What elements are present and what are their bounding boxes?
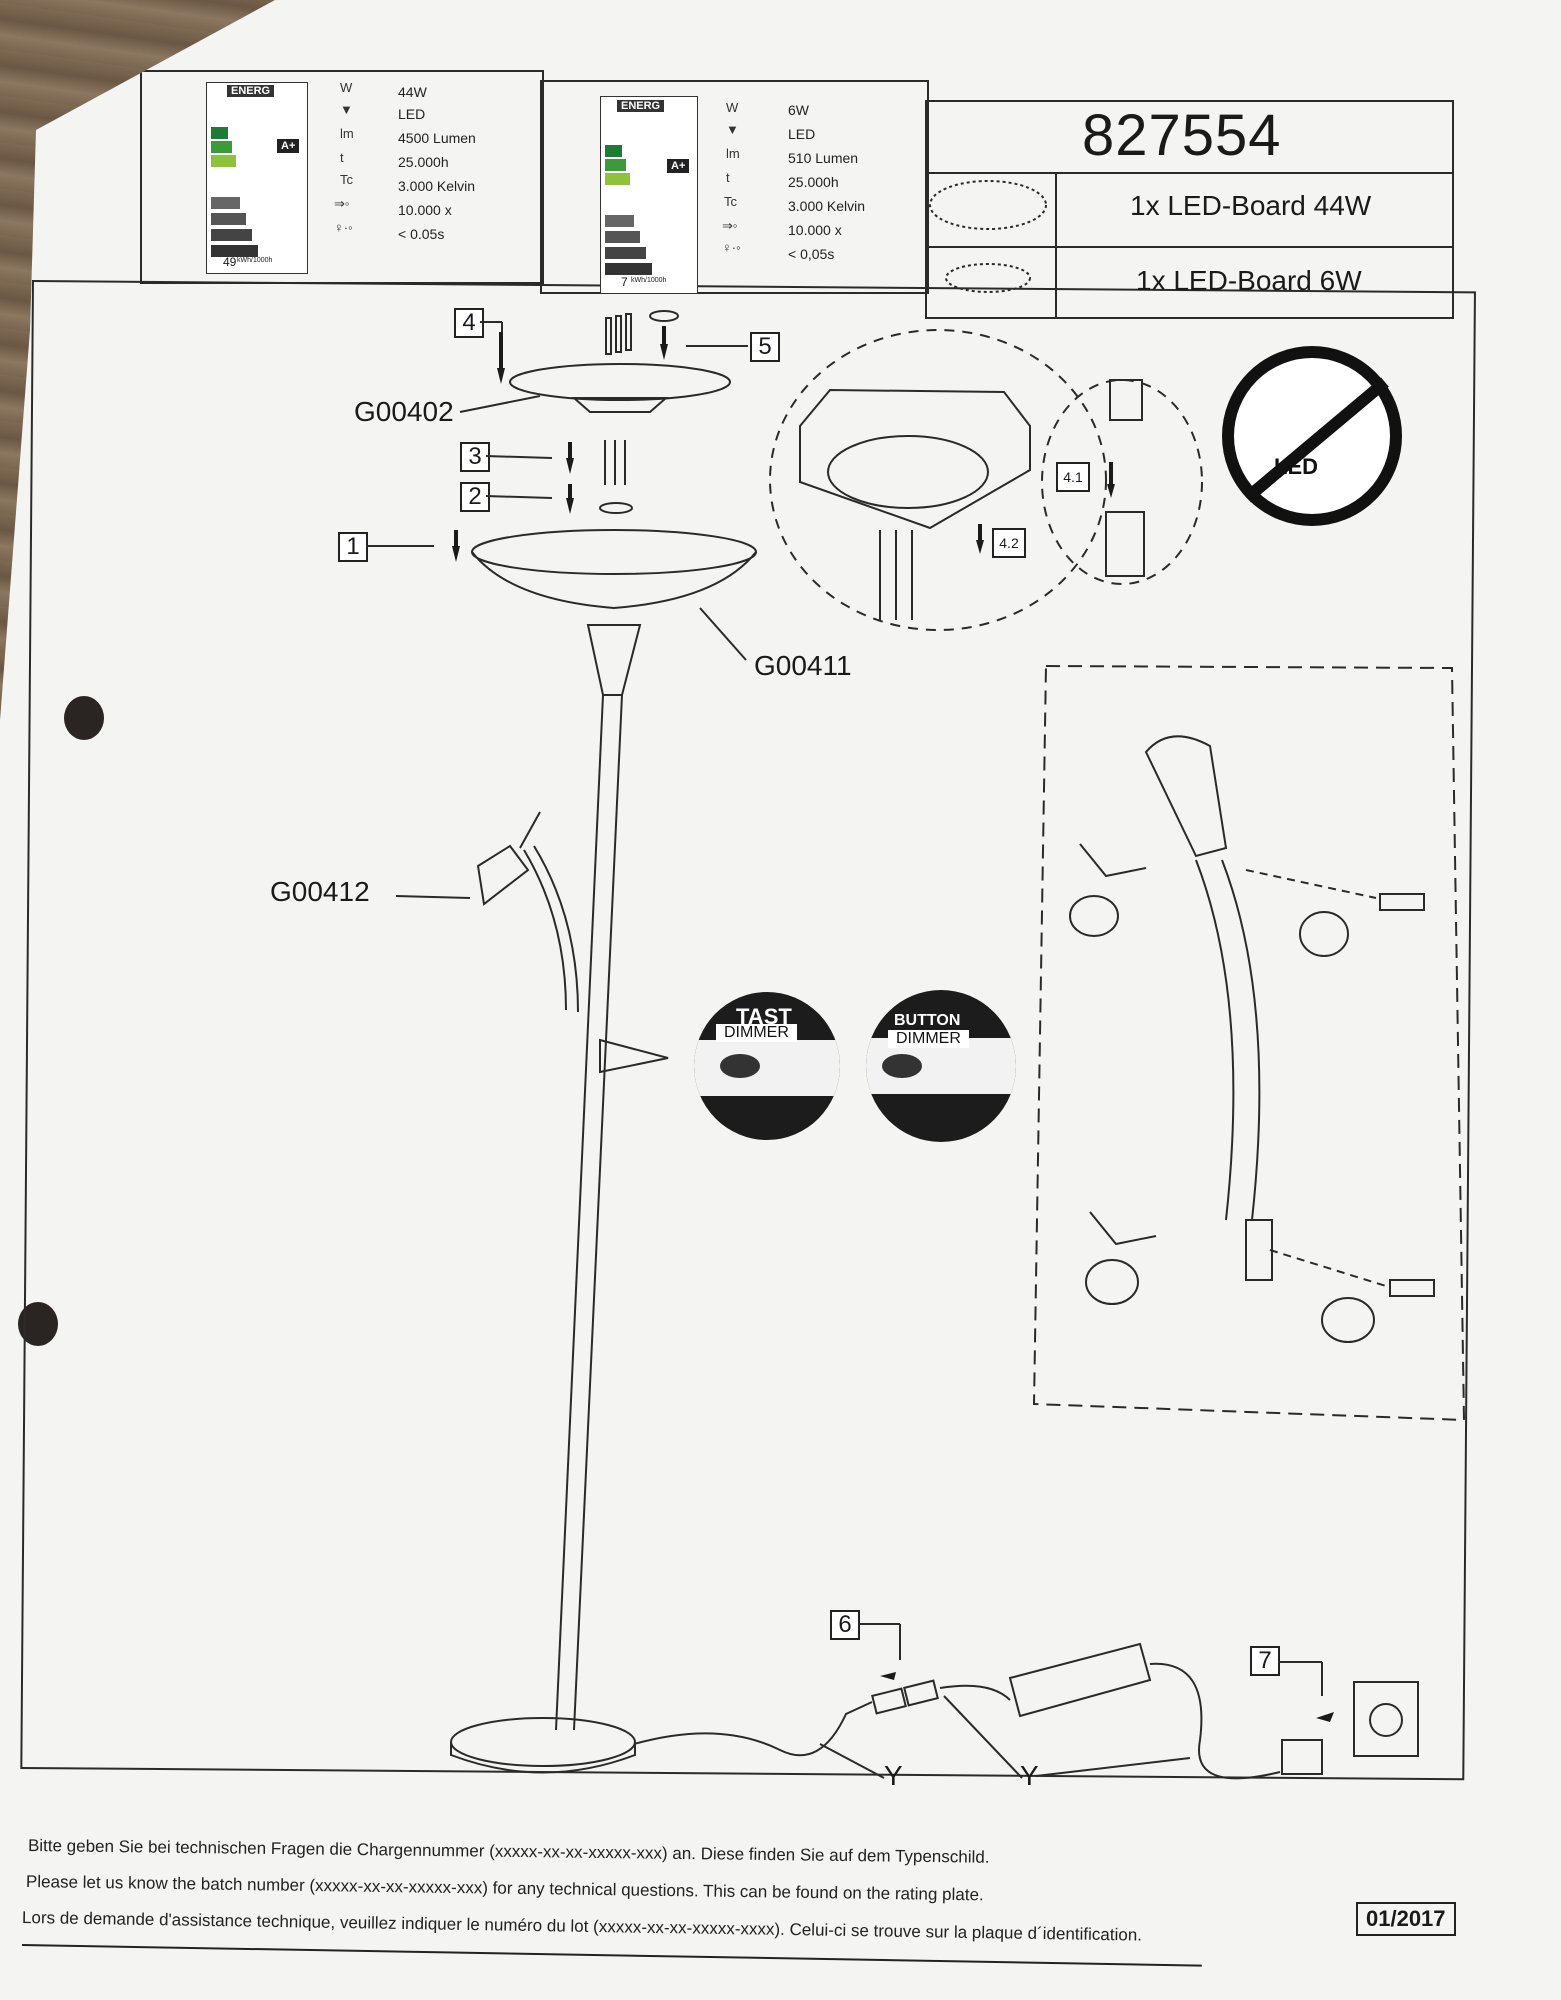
spec-value: 44W (398, 84, 427, 100)
spec-key: W (726, 100, 739, 115)
energy-label-1: ENERG A+ 49 kWh/1000h (206, 82, 308, 274)
energy-bar-a (211, 155, 236, 167)
spec-value: 510 Lumen (788, 150, 859, 166)
down-arrow-icon (497, 368, 505, 384)
tast-sub-label: DIMMER (716, 1024, 797, 1042)
punch-hole-top (64, 696, 104, 740)
finger-press-icon (882, 1054, 922, 1078)
spec-key: t (340, 150, 344, 165)
energy-unit: kWh/1000h (237, 257, 273, 264)
spec-key: lm (726, 146, 740, 161)
step-3: 3 (460, 442, 490, 472)
spec-value: 3.000 Kelvin (788, 198, 866, 214)
step-4-1: 4.1 (1056, 462, 1090, 492)
led-board-6w-thumbnail (945, 263, 1031, 293)
finger-press-icon (720, 1054, 760, 1078)
spec-value: < 0,05s (788, 246, 835, 262)
bulb-icon: ▼ (340, 102, 353, 117)
energy-bar-d (211, 229, 252, 241)
spec-value: 6W (788, 102, 809, 118)
spec-key: lm (340, 126, 354, 141)
energy-bar-d (605, 247, 646, 259)
spec-value: 3.000 Kelvin (398, 178, 476, 194)
energy-bar-a2 (211, 127, 228, 139)
switch-cycles-icon: ⇒◦ (722, 218, 738, 233)
energy-unit: kWh/1000h (631, 277, 667, 284)
button-label: BUTTON (894, 1012, 961, 1029)
part-led-board-6w: 1x LED-Board 6W (1136, 265, 1362, 296)
step-6: 6 (830, 1610, 860, 1640)
spec-value: 25.000h (788, 174, 839, 190)
energy-label-2: ENERG A+ 7 kWh/1000h (600, 96, 698, 294)
spec-value: < 0.05s (398, 226, 445, 242)
energy-consumption: 49 (223, 255, 237, 269)
spec-key: Tc (340, 172, 353, 187)
header-energy-cell-2 (540, 80, 929, 294)
date-code: 01/2017 (1356, 1902, 1456, 1936)
energy-bar-a2 (605, 145, 622, 157)
header-energy-cell-1 (140, 70, 544, 284)
spec-value: 10.000 x (788, 222, 842, 238)
energy-label-header: ENERG (227, 85, 275, 97)
spec-key: Tc (724, 194, 737, 209)
energy-class-badge: A+ (277, 139, 300, 153)
warmup-icon: ♀·◦ (722, 240, 741, 255)
warmup-icon: ♀·◦ (334, 220, 353, 235)
callout-y-right: Y (1020, 1760, 1039, 1791)
callout-y-left: Y (884, 1760, 903, 1791)
led-board-44w-thumbnail (929, 180, 1047, 230)
energy-bar-e (211, 245, 258, 257)
energy-bar-b (211, 197, 240, 209)
bulb-icon: ▼ (726, 122, 739, 137)
tast-dimmer-badge: TAST DIMMER (694, 992, 840, 1140)
spec-key: t (726, 170, 730, 185)
part-led-board-44w: 1x LED-Board 44W (1130, 190, 1372, 221)
energy-bar-e (605, 263, 652, 275)
energy-bar-b (605, 215, 634, 227)
product-code: 827554 (1082, 103, 1282, 168)
button-dimmer-badge: BUTTON DIMMER (866, 990, 1016, 1142)
button-sub-label: DIMMER (888, 1030, 969, 1048)
led-warning-label: LED (1274, 454, 1318, 479)
part-image-divider (925, 172, 1057, 319)
energy-class-badge: A+ (667, 159, 690, 173)
energy-label-header: ENERG (617, 100, 665, 112)
spec-value: 10.000 x (398, 202, 452, 218)
energy-bar-c (605, 231, 640, 243)
energy-bar-a1 (211, 141, 232, 153)
spec-value: 25.000h (398, 154, 449, 170)
callout-g00411: G00411 (754, 650, 852, 681)
energy-consumption: 7 (621, 275, 628, 289)
step-5: 5 (750, 332, 780, 362)
callout-g00402: G00402 (354, 396, 454, 427)
energy-bar-a (605, 173, 630, 185)
energy-bar-a1 (605, 159, 626, 171)
punch-hole-bottom (18, 1302, 58, 1346)
no-touch-led-warning-icon: LED (1222, 346, 1402, 526)
spec-key: W (340, 80, 353, 95)
switch-cycles-icon: ⇒◦ (334, 196, 350, 211)
spec-value: LED (788, 126, 816, 142)
energy-bar-c (211, 213, 246, 225)
callout-g00412: G00412 (270, 876, 370, 907)
spec-value: 4500 Lumen (398, 130, 476, 146)
step-4-2: 4.2 (992, 528, 1026, 558)
spec-value: LED (398, 106, 426, 122)
